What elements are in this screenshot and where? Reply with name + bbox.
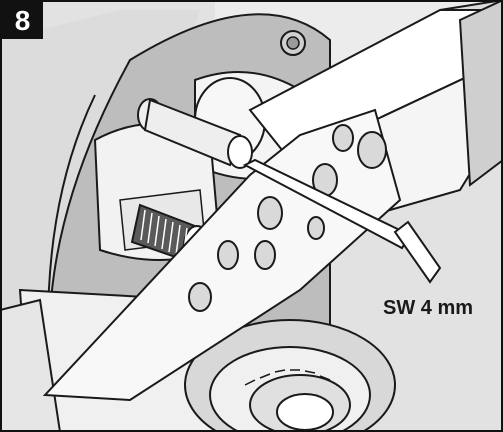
lever-plate bbox=[42, 108, 402, 402]
step-number-badge: 8 bbox=[2, 2, 43, 39]
tool-size-label: SW 4 mm bbox=[383, 297, 474, 319]
bolts bbox=[137, 98, 253, 169]
axle-gear bbox=[184, 319, 396, 432]
hex-key-icon bbox=[242, 158, 442, 284]
